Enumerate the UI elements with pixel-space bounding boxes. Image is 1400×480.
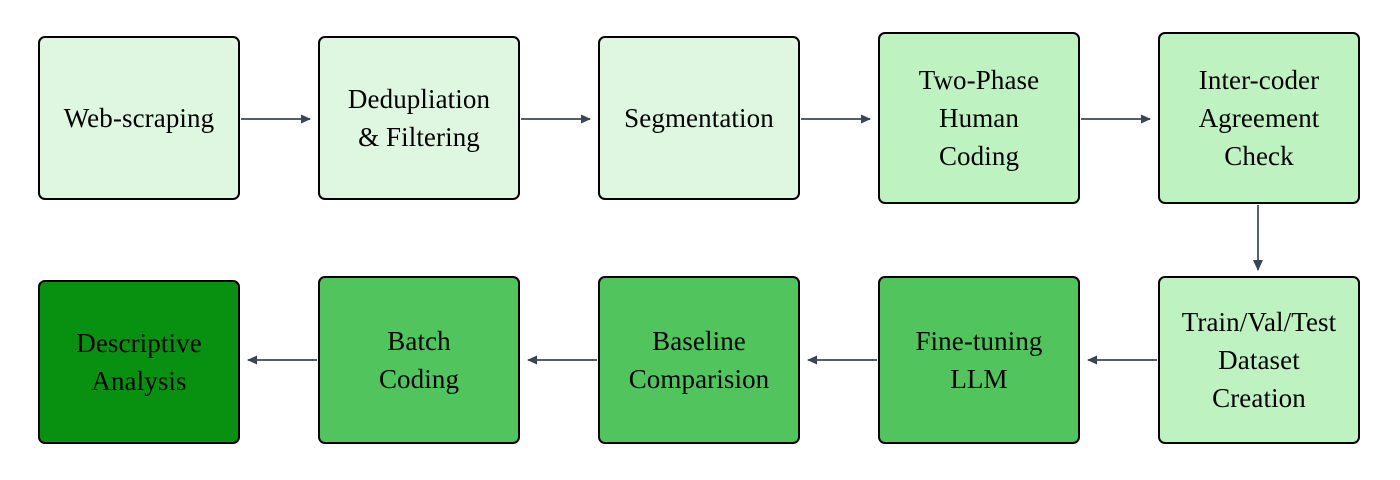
- node-label: Web-scraping: [40, 99, 238, 137]
- node-label: Train/Val/Test Dataset Creation: [1160, 303, 1358, 418]
- node-label-line: Web-scraping: [63, 102, 215, 133]
- node-descriptive-analysis[interactable]: Descriptive Analysis: [38, 280, 240, 444]
- node-label-line: Train/Val/Test: [1181, 306, 1337, 337]
- node-label: Descriptive Analysis: [40, 324, 238, 401]
- node-label: Two-Phase Human Coding: [880, 61, 1078, 176]
- node-label-line: & Filtering: [358, 122, 480, 152]
- node-baseline-comparision[interactable]: Baseline Comparision: [598, 276, 800, 444]
- node-label-line: Descriptive: [76, 327, 202, 358]
- node-label-line: Comparision: [628, 364, 770, 394]
- node-label: Baseline Comparision: [600, 322, 798, 399]
- node-label-line: Coding: [378, 364, 460, 394]
- node-label-line: Human: [939, 102, 1019, 133]
- node-label-line: Creation: [1212, 383, 1306, 414]
- node-label: Batch Coding: [320, 322, 518, 399]
- node-label: Segmentation: [600, 99, 798, 137]
- node-dataset-creation[interactable]: Train/Val/Test Dataset Creation: [1158, 276, 1360, 444]
- node-label-line: Inter-coder: [1198, 64, 1320, 95]
- node-label-line: Baseline: [652, 325, 746, 356]
- node-label-line: Segmentation: [624, 102, 774, 133]
- node-label: Fine-tuning LLM: [880, 322, 1078, 399]
- node-label-line: Agreement: [1198, 102, 1320, 133]
- node-label-line: Batch: [387, 325, 451, 356]
- node-label-line: LLM: [950, 364, 1008, 394]
- node-label-line: Analysis: [91, 366, 187, 396]
- node-fine-tuning-llm[interactable]: Fine-tuning LLM: [878, 276, 1080, 444]
- node-two-phase-human-coding[interactable]: Two-Phase Human Coding: [878, 32, 1080, 204]
- node-dedup-filter[interactable]: Dedupliation & Filtering: [318, 36, 520, 200]
- node-segmentation[interactable]: Segmentation: [598, 36, 800, 200]
- node-batch-coding[interactable]: Batch Coding: [318, 276, 520, 444]
- node-label-line: Two-Phase: [918, 64, 1040, 95]
- node-label-line: Check: [1224, 141, 1294, 172]
- node-label-line: Fine-tuning: [915, 325, 1043, 356]
- node-label-line: Dedupliation: [347, 83, 491, 114]
- node-label: Dedupliation & Filtering: [320, 80, 518, 157]
- node-label: Inter-coder Agreement Check: [1160, 61, 1358, 176]
- node-web-scraping[interactable]: Web-scraping: [38, 36, 240, 200]
- node-label-line: Dataset: [1218, 344, 1300, 375]
- node-label-line: Coding: [938, 141, 1020, 172]
- node-inter-coder-agreement-check[interactable]: Inter-coder Agreement Check: [1158, 32, 1360, 204]
